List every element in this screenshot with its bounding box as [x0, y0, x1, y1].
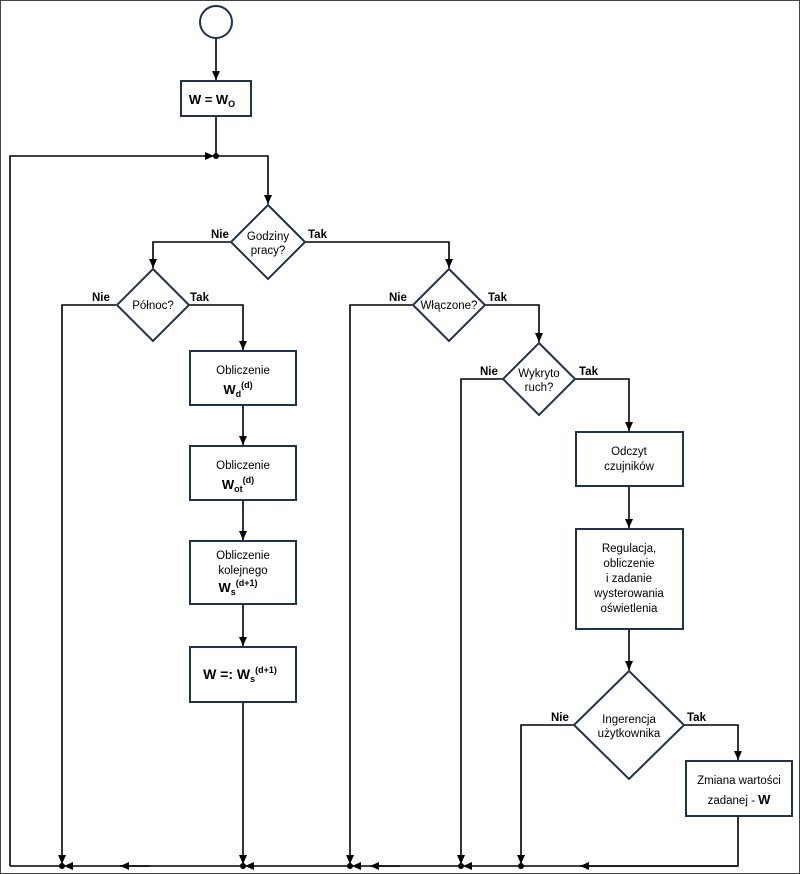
- work-hours-yes-label: Tak: [308, 229, 328, 241]
- svg-text:zadanej - W: zadanej - W: [708, 792, 772, 807]
- regulation-line2: obliczenie: [603, 558, 654, 570]
- motion-decision: Wykryto ruch?: [501, 341, 577, 417]
- connectors: [9, 38, 742, 870]
- regulation-line3: i zadanie: [606, 573, 652, 585]
- assign-w-main: W =: W: [203, 666, 251, 682]
- init-main: W = W: [189, 92, 229, 107]
- svg-text:Wot(d): Wot(d): [222, 475, 254, 494]
- read-sensors-box: Odczyt czujników: [575, 431, 684, 487]
- calc-wot-main: W: [222, 477, 235, 492]
- calc-wd-main: W: [223, 382, 236, 397]
- midnight-yes-label: Tak: [190, 292, 210, 304]
- setpoint-change-box: Zmiana wartości zadanej - W: [685, 760, 793, 817]
- midnight-decision: Północ?: [115, 267, 191, 343]
- calc-ws-line2: kolejnego: [218, 565, 267, 577]
- read-sensors-line2: czujników: [604, 461, 655, 473]
- motion-yes-label: Tak: [579, 366, 599, 378]
- calc-wd-box: Obliczenie Wd(d): [189, 350, 297, 406]
- motion-line1: Wykryto: [518, 368, 559, 380]
- setpoint-change-w: W: [758, 792, 771, 807]
- start-node: [199, 5, 233, 39]
- svg-text:W =: Ws(d+1): W =: Ws(d+1): [203, 665, 277, 684]
- midnight-no-label: Nie: [92, 292, 110, 304]
- junction-dot: [240, 863, 246, 869]
- calc-ws-sub: s: [231, 587, 236, 597]
- regulation-line5: oświetlenia: [601, 603, 658, 615]
- midnight-label: Północ?: [132, 300, 174, 312]
- user-interference-no-label: Nie: [551, 712, 569, 724]
- calc-ws-sup: (d+1): [236, 578, 258, 588]
- junction-dot: [458, 863, 464, 869]
- motion-line2: ruch?: [525, 382, 554, 394]
- user-interference-line2: użytkownika: [598, 728, 661, 740]
- work-hours-no-label: Nie: [211, 229, 229, 241]
- calc-ws-main: W: [218, 580, 231, 595]
- junction-dot: [213, 153, 219, 159]
- user-interference-line1: Ingerencja: [602, 714, 656, 726]
- calc-wot-sub: ot: [234, 484, 243, 494]
- calc-wd-sup: (d): [241, 380, 253, 390]
- read-sensors-line1: Odczyt: [611, 446, 648, 458]
- junction-dot: [59, 863, 65, 869]
- enabled-label: Włączone?: [421, 300, 478, 312]
- enabled-decision: Włączone?: [411, 267, 487, 343]
- assign-w-box: W =: Ws(d+1): [189, 646, 297, 703]
- setpoint-change-line2: zadanej -: [708, 795, 759, 807]
- regulation-line1: Regulacja,: [602, 543, 656, 555]
- work-hours-decision: Godziny pracy?: [229, 203, 307, 281]
- setpoint-change-line1: Zmiana wartości: [697, 775, 781, 787]
- motion-no-label: Nie: [480, 366, 498, 378]
- enabled-no-label: Nie: [389, 292, 407, 304]
- svg-text:Ws(d+1): Ws(d+1): [218, 578, 257, 597]
- init-box: W = WO: [180, 80, 252, 117]
- calc-wd-line1: Obliczenie: [216, 365, 270, 377]
- calc-wd-sub: d: [236, 389, 242, 399]
- junction-dots: [59, 153, 524, 869]
- calc-wot-box: Obliczenie Wot(d): [189, 445, 297, 501]
- junction-dot: [347, 863, 353, 869]
- calc-wot-sup: (d): [243, 475, 255, 485]
- calc-ws-box: Obliczenie kolejnego Ws(d+1): [189, 540, 297, 605]
- regulation-box: Regulacja, obliczenie i zadanie wysterow…: [575, 528, 684, 630]
- assign-w-sub: s: [250, 674, 255, 684]
- svg-text:Wd(d): Wd(d): [223, 380, 252, 399]
- user-interference-yes-label: Tak: [687, 712, 707, 724]
- regulation-line4: wysterowania: [593, 588, 664, 600]
- init-sub: O: [228, 99, 235, 109]
- svg-text:W = WO: W = WO: [189, 92, 235, 109]
- assign-w-sup: (d+1): [255, 665, 277, 675]
- work-hours-line2: pracy?: [251, 245, 286, 257]
- junction-dot: [518, 863, 524, 869]
- work-hours-line1: Godziny: [247, 231, 289, 243]
- enabled-yes-label: Tak: [488, 292, 508, 304]
- calc-wot-line1: Obliczenie: [216, 460, 270, 472]
- user-interference-decision: Ingerencja użytkownika: [572, 669, 686, 781]
- calc-ws-line1: Obliczenie: [216, 550, 270, 562]
